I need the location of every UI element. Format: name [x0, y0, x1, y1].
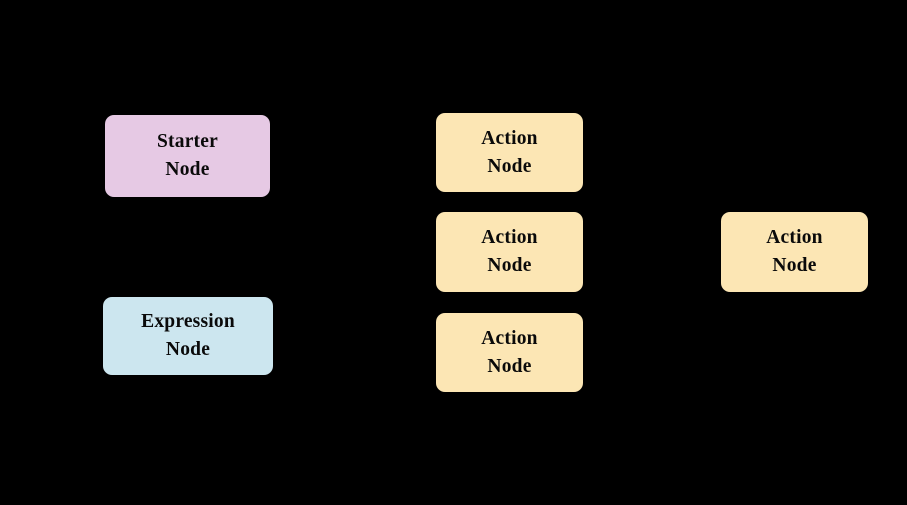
expression-node-label-line2: Node [165, 339, 211, 360]
starter-node-label-line1: Starter [157, 131, 218, 153]
starter-node-label-line2: Node [165, 159, 210, 180]
action-node-1-label-line1: Action [481, 127, 538, 149]
action-node-1-label-line2: Node [487, 155, 532, 177]
action-node-4-label-line2: Node [772, 255, 817, 276]
starter-node[interactable]: Starter Node [105, 115, 270, 197]
action-node-2-label-line2: Node [487, 255, 532, 276]
action-node-2[interactable]: Action Node [436, 212, 583, 292]
edge-expression-to-action-3 [272, 339, 438, 358]
expression-node[interactable]: Expression Node [103, 297, 273, 375]
edge-expression-to-action-2 [272, 251, 438, 337]
edge-action-1-to-action-4 [582, 152, 723, 250]
edge-starter-to-action-1 [269, 147, 438, 160]
action-node-3[interactable]: Action Node [436, 313, 583, 392]
expression-node-label-line1: Expression [141, 311, 235, 333]
action-node-3-label-line1: Action [481, 327, 538, 349]
action-node-1[interactable]: Action Node [436, 113, 583, 192]
action-node-2-label-line1: Action [481, 227, 538, 249]
action-node-4[interactable]: Action Node [721, 212, 868, 292]
action-node-4-label-line1: Action [766, 227, 823, 249]
edge-action-3-to-action-4 [582, 255, 723, 353]
action-node-3-label-line2: Node [487, 355, 532, 377]
